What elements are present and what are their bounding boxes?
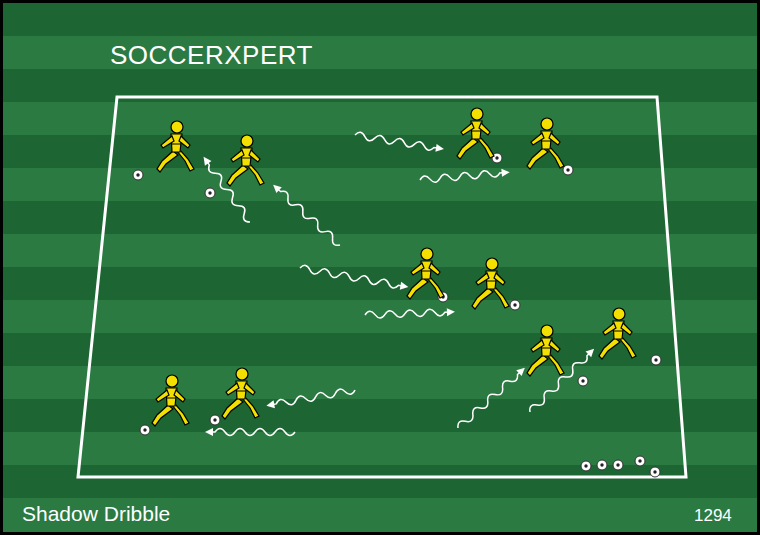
drill-number: 1294	[694, 506, 732, 526]
grass	[3, 3, 757, 532]
players	[152, 108, 636, 426]
grass-stripes	[3, 36, 757, 532]
field-boundary	[78, 97, 686, 477]
logo-text: SOCCERXPERT	[110, 40, 313, 71]
drill-title: Shadow Dribble	[22, 502, 170, 526]
dribble-paths	[200, 131, 597, 436]
balls	[133, 153, 661, 477]
